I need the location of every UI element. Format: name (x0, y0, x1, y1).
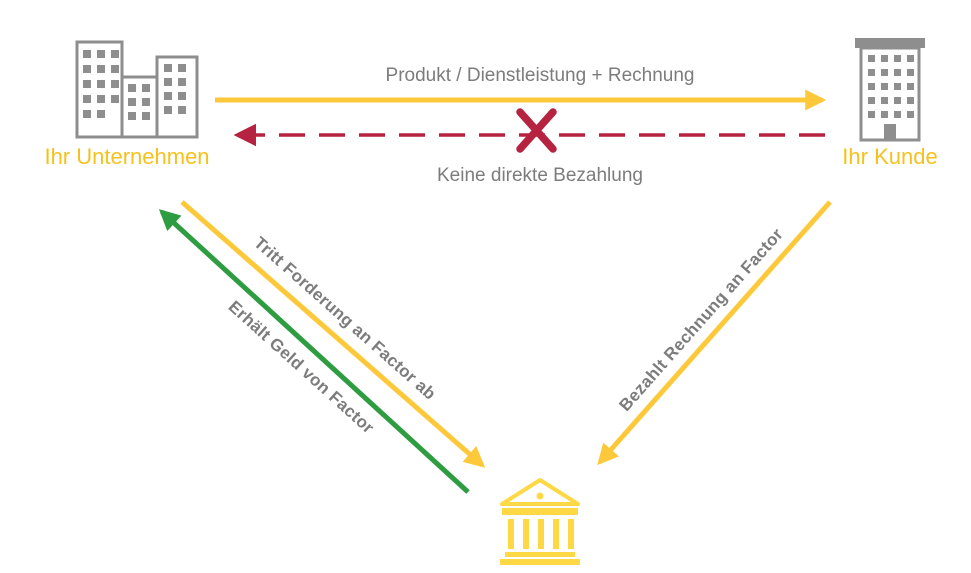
company-buildings-icon (75, 40, 199, 139)
assign-receivable-arrow (180, 200, 486, 468)
customer-label: Ihr Kunde (842, 144, 937, 169)
customer-building-icon (855, 38, 925, 142)
delivery-label: Produkt / Dienstleistung + Rechnung (386, 65, 695, 86)
company-label: Ihr Unternehmen (44, 144, 209, 169)
bank-icon (500, 478, 580, 565)
no-payment-x-icon (516, 108, 557, 153)
no-payment-label: Keine direkte Bezahlung (437, 165, 643, 186)
money-from-factor-arrow (158, 209, 470, 494)
pay-invoice-arrow (597, 200, 832, 466)
pay-invoice-label: Bezahlt Rechnung an Factor (615, 225, 787, 415)
